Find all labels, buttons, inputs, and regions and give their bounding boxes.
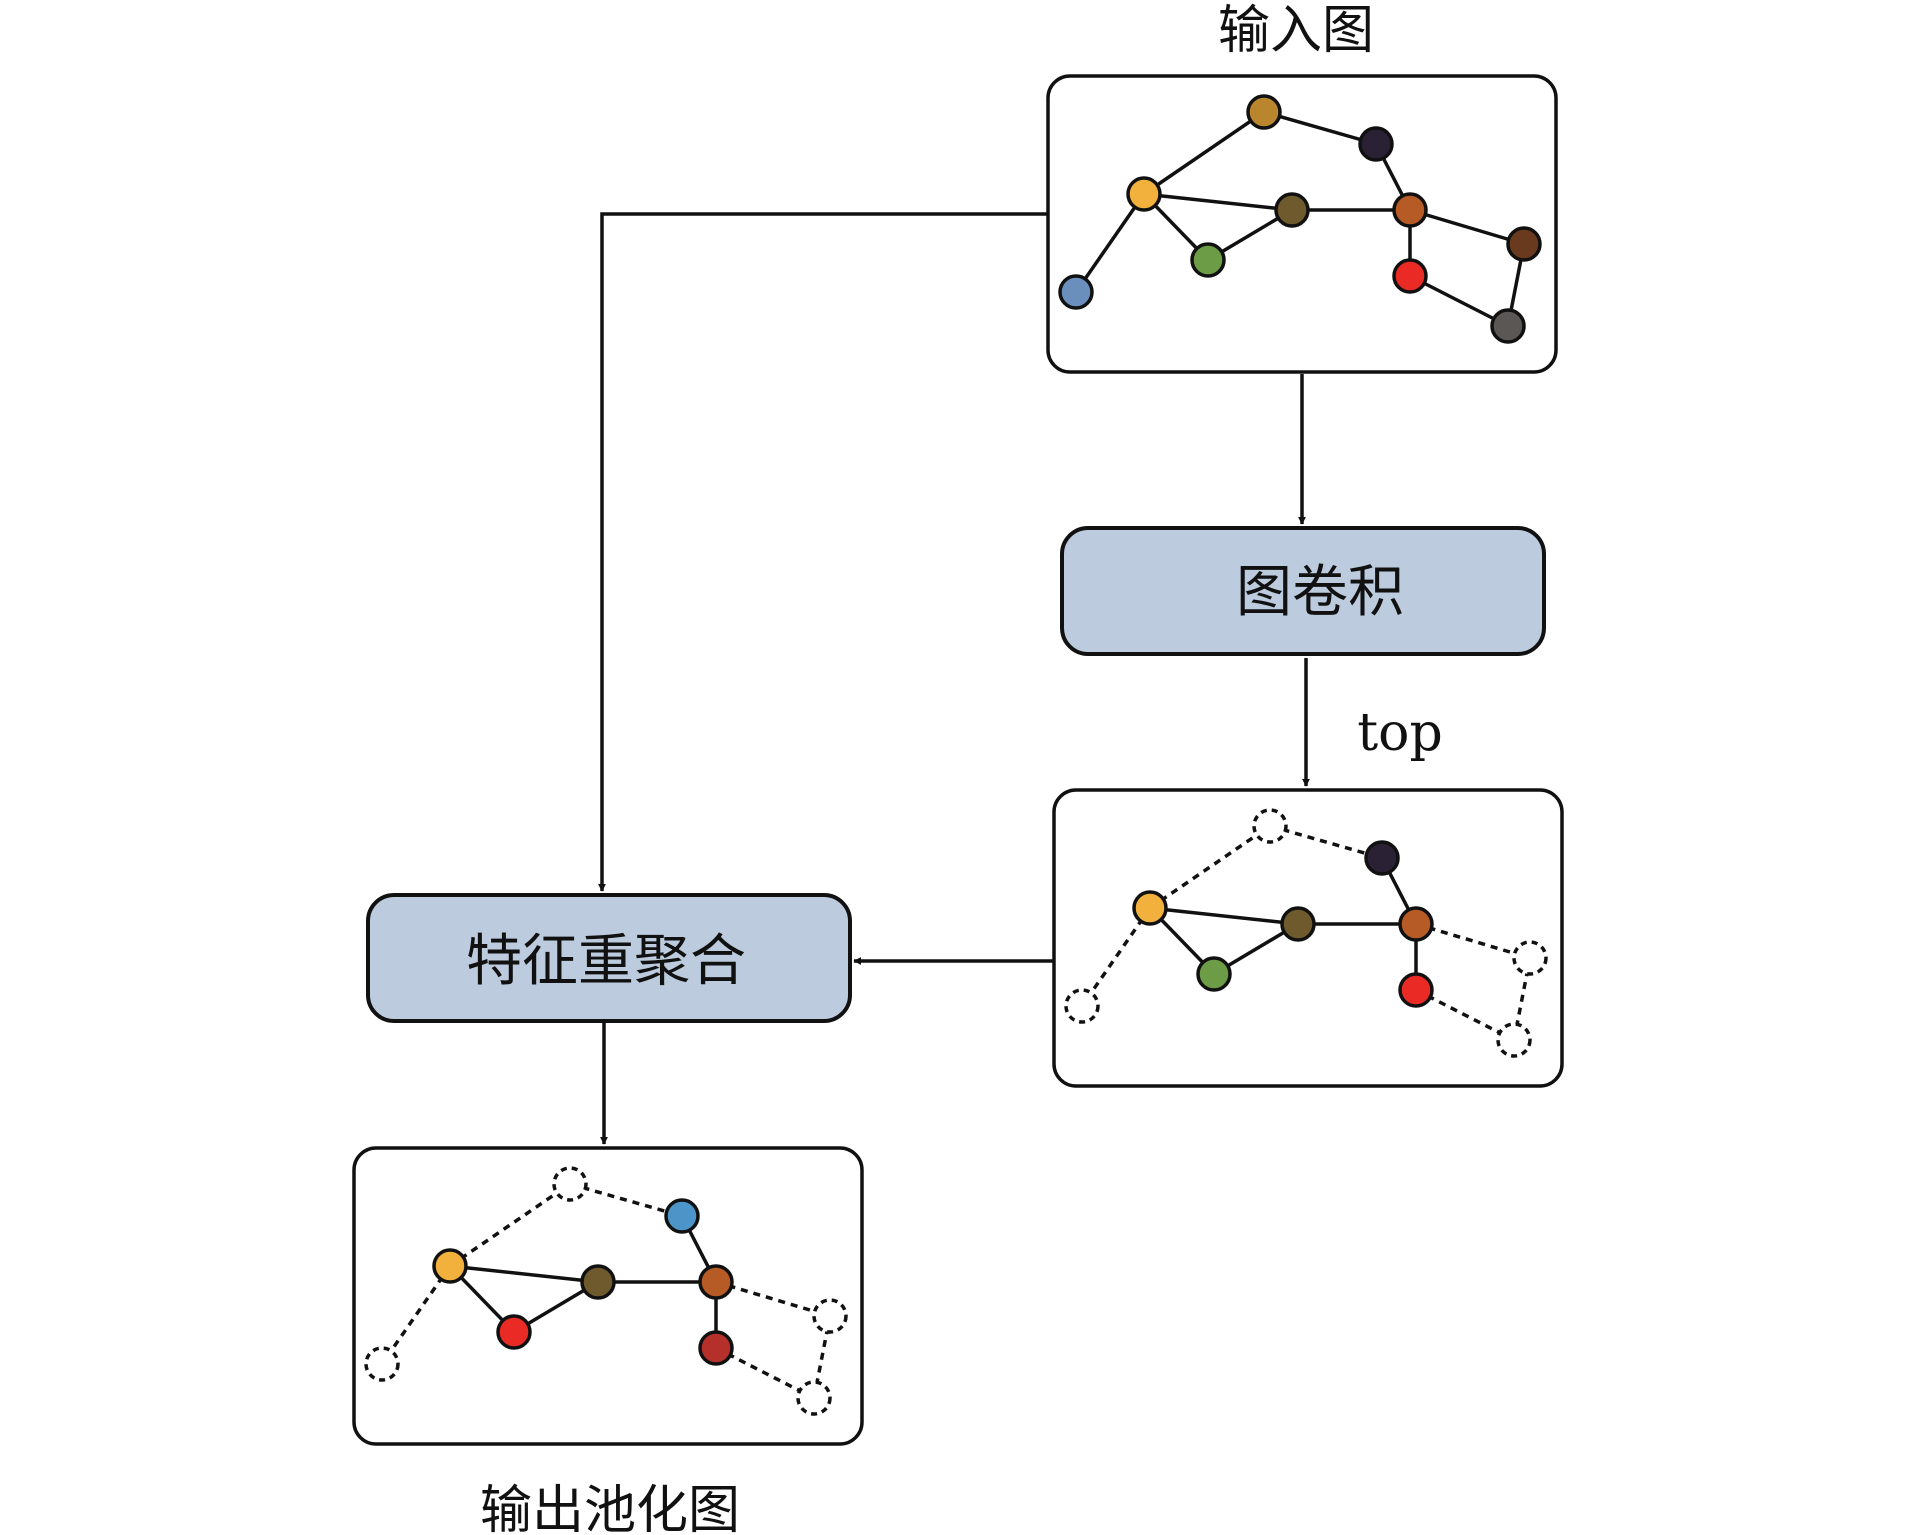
dashed-edge-e-i (1415, 922, 1531, 960)
node-d (1280, 906, 1316, 942)
node-b (1358, 126, 1394, 162)
dashed-edge-h-j (1415, 988, 1515, 1042)
edge-c-d (1143, 192, 1293, 212)
dashed-edge-c-a (1149, 824, 1271, 910)
node-i (1506, 226, 1542, 262)
node-j (1490, 308, 1526, 344)
dashed-edge-a-b (1269, 824, 1383, 860)
dropped-node-a (1252, 808, 1288, 844)
node-h (1392, 258, 1428, 294)
output-graph (364, 1166, 848, 1416)
node-c (1132, 890, 1168, 926)
node-f (1190, 242, 1226, 278)
graph-conv-box: 图卷积 (1060, 526, 1546, 656)
edge-c-d (1149, 906, 1299, 926)
edge-c-d (449, 1264, 599, 1284)
node-d (1274, 192, 1310, 228)
input-graph (1058, 94, 1542, 344)
graph-conv-label: 图卷积 (1236, 560, 1404, 625)
node-f (496, 1314, 532, 1350)
dashed-edge-c-a (449, 1182, 571, 1268)
node-e (698, 1264, 734, 1300)
edge-h-j (1409, 274, 1509, 328)
dropped-node-i (1512, 940, 1548, 976)
edge-c-g (1074, 193, 1146, 293)
node-h (698, 1330, 734, 1366)
edge-c-a (1143, 110, 1265, 196)
node-d (580, 1264, 616, 1300)
dashed-edge-c-g (380, 1265, 452, 1365)
dropped-node-g (1064, 988, 1100, 1024)
node-e (1392, 192, 1428, 228)
output-pooled-graph-label: 输出池化图 (480, 1481, 740, 1535)
edge-e-i (1409, 208, 1525, 246)
dropped-node-g (364, 1346, 400, 1382)
node-a (1246, 94, 1282, 130)
node-g (1058, 274, 1094, 310)
node-b (664, 1198, 700, 1234)
node-e (1398, 906, 1434, 942)
dropped-node-j (1496, 1022, 1532, 1058)
node-f (1196, 956, 1232, 992)
node-b (1364, 840, 1400, 876)
dropped-node-a (552, 1166, 588, 1202)
top-label: top (1357, 703, 1443, 763)
node-h (1398, 972, 1434, 1008)
feature-reaggregate-box: 特征重聚合 (366, 893, 852, 1023)
dropped-node-i (812, 1298, 848, 1334)
input-graph-label: 输入图 (1218, 1, 1374, 61)
dashed-edge-a-b (569, 1182, 683, 1218)
dashed-edge-c-g (1080, 907, 1152, 1007)
top-graph (1064, 808, 1548, 1058)
arrow-input-to-reaggregate (598, 212, 1048, 892)
node-c (432, 1248, 468, 1284)
dashed-edge-h-j (715, 1346, 815, 1400)
edge-a-b (1263, 110, 1377, 146)
feature-reaggregate-label: 特征重聚合 (466, 929, 746, 994)
node-c (1126, 176, 1162, 212)
dashed-edge-e-i (715, 1280, 831, 1318)
dropped-node-j (796, 1380, 832, 1416)
